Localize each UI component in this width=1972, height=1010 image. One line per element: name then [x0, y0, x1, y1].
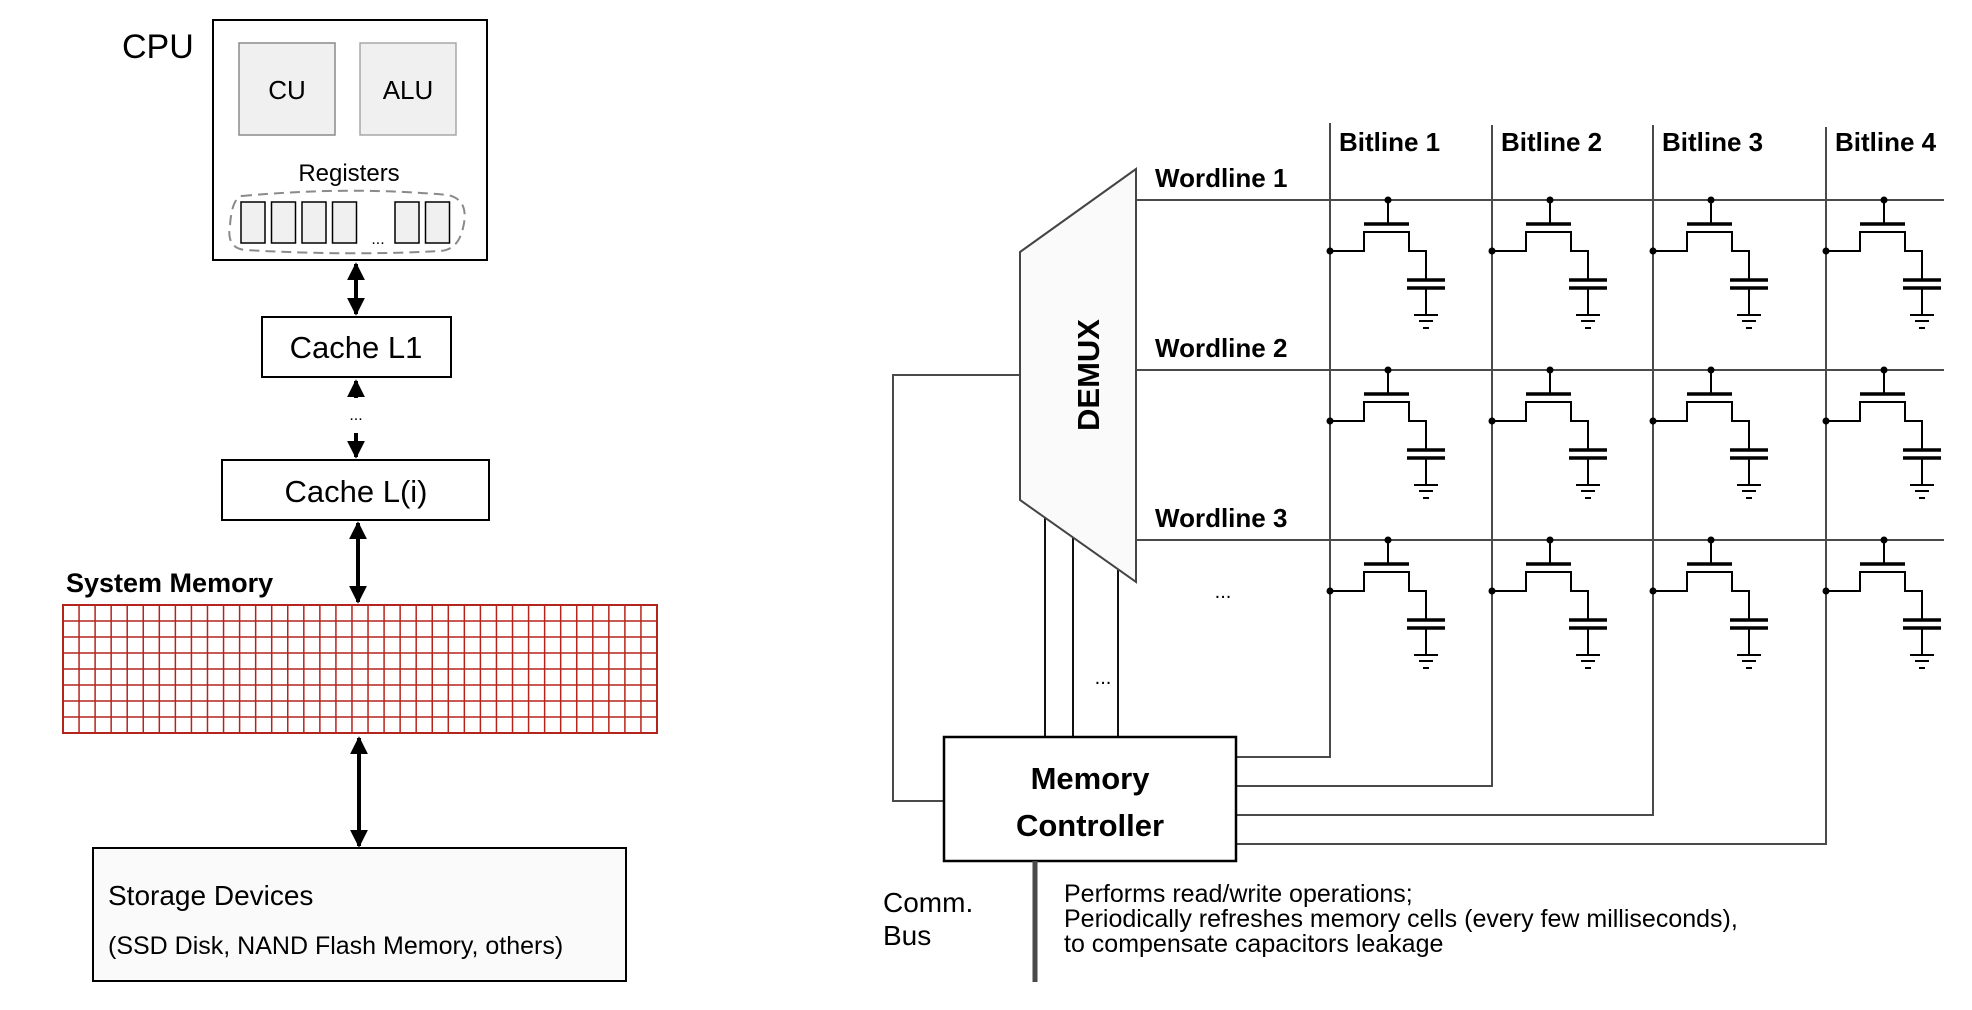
- dram-cell: [1649, 536, 1768, 669]
- comm-bus-label-line2: Bus: [883, 920, 931, 951]
- dram-cell: [1326, 536, 1445, 669]
- storage-devices-subtitle: (SSD Disk, NAND Flash Memory, others): [108, 932, 563, 960]
- memory-cells: [1326, 196, 1941, 669]
- bitline-junction-dot: [1822, 417, 1830, 425]
- storage-devices-title: Storage Devices: [108, 880, 313, 911]
- transistor-channel: [1653, 401, 1750, 450]
- bitline-junction-dot: [1326, 417, 1334, 425]
- transistor-channel: [1826, 231, 1923, 280]
- cache-li-label: Cache L(i): [285, 474, 428, 509]
- bitline-3: [1236, 125, 1654, 816]
- cache-l1-box: [261, 316, 452, 378]
- dram-array: ... DEMUX Wordline 1 Wordline 2 Wordline 3…: [883, 123, 1944, 982]
- dram-cell: [1488, 196, 1607, 329]
- storage-devices-box: [92, 847, 627, 982]
- dram-cell: [1488, 366, 1607, 499]
- cache-l1-label: Cache L1: [290, 330, 423, 365]
- bitline-junction-dot: [1649, 417, 1657, 425]
- cu-label: CU: [268, 75, 306, 105]
- cache-li-box: [221, 459, 490, 521]
- transistor-channel: [1330, 401, 1427, 450]
- wordline-label-2: Wordline 2: [1155, 333, 1287, 363]
- bitline-4: [1236, 127, 1827, 845]
- register-cell: [394, 201, 420, 244]
- bitline-junction-dot: [1488, 587, 1496, 595]
- register-cell: [301, 201, 327, 244]
- bitline-junction-dot: [1326, 587, 1334, 595]
- registers-ellipsis: ...: [371, 231, 384, 248]
- memory-controller-label-line1: Memory: [1031, 761, 1151, 796]
- transistor-channel: [1653, 571, 1750, 620]
- bitline-junction-dot: [1649, 247, 1657, 255]
- demux-label: DEMUX: [1071, 319, 1106, 431]
- transistor-channel: [1826, 571, 1923, 620]
- registers-label: Registers: [298, 160, 399, 187]
- dram-cell: [1649, 366, 1768, 499]
- memory-controller-label-line2: Controller: [1016, 808, 1164, 843]
- register-cell: [270, 201, 297, 244]
- bitline-junction-dot: [1488, 247, 1496, 255]
- wordline-ellipsis: ...: [1215, 581, 1232, 603]
- dram-cell: [1822, 366, 1941, 499]
- transistor-channel: [1826, 401, 1923, 450]
- bitline-2: [1236, 125, 1493, 787]
- transistor-channel: [1330, 571, 1427, 620]
- alu-label: ALU: [383, 75, 434, 105]
- transistor-channel: [1492, 401, 1589, 450]
- dram-cell: [1822, 536, 1941, 669]
- register-cell: [240, 201, 266, 244]
- transistor-channel: [1653, 231, 1750, 280]
- memory-controller-box: [942, 735, 1238, 863]
- registers-dashed-outline: [228, 189, 466, 255]
- bitline-junction-dot: [1822, 247, 1830, 255]
- system-memory-grid: [62, 604, 658, 734]
- dram-cell: [1326, 196, 1445, 329]
- dram-cell: [1326, 366, 1445, 499]
- controller-description-line3: to compensate capacitors leakage: [1064, 930, 1443, 958]
- bitline-junction-dot: [1649, 587, 1657, 595]
- cpu-block: CPU CU ALU Registers ...: [122, 19, 488, 261]
- bitline-junction-dot: [1822, 587, 1830, 595]
- register-cell: [424, 201, 451, 244]
- address-lines-ellipsis: ...: [1095, 667, 1112, 689]
- dram-cell: [1649, 196, 1768, 329]
- cu-box: [238, 42, 336, 136]
- transistor-channel: [1330, 231, 1427, 280]
- controller-description-line2: Periodically refreshes memory cells (eve…: [1064, 905, 1738, 933]
- bitlines: Bitline 1 Bitline 2 Bitline 3 Bitline 4: [1236, 123, 1937, 845]
- system-memory-label: System Memory: [66, 568, 273, 598]
- wordlines: Wordline 1 Wordline 2 Wordline 3: [1136, 163, 1944, 541]
- demux-block: [1019, 167, 1137, 584]
- bitline-1: [1236, 123, 1331, 758]
- demux-control-wire: [892, 374, 1020, 802]
- register-cells: [240, 201, 451, 244]
- cache-ellipsis: ...: [349, 407, 362, 424]
- wordline-label-1: Wordline 1: [1155, 163, 1287, 193]
- bitline-label-4: Bitline 4: [1835, 127, 1937, 157]
- bitline-label-2: Bitline 2: [1501, 127, 1602, 157]
- bitline-junction-dot: [1488, 417, 1496, 425]
- transistor-channel: [1492, 571, 1589, 620]
- register-cell: [331, 201, 358, 244]
- bitline-junction-dot: [1326, 247, 1334, 255]
- bitline-label-1: Bitline 1: [1339, 127, 1440, 157]
- dram-cell: [1822, 196, 1941, 329]
- comm-bus-label-line1: Comm.: [883, 887, 973, 918]
- wordline-label-3: Wordline 3: [1155, 503, 1287, 533]
- controller-description-line1: Performs read/write operations;: [1064, 880, 1413, 908]
- alu-box: [359, 42, 457, 136]
- dram-cell: [1488, 536, 1607, 669]
- transistor-channel: [1492, 231, 1589, 280]
- cpu-label: CPU: [122, 28, 194, 66]
- bitline-label-3: Bitline 3: [1662, 127, 1763, 157]
